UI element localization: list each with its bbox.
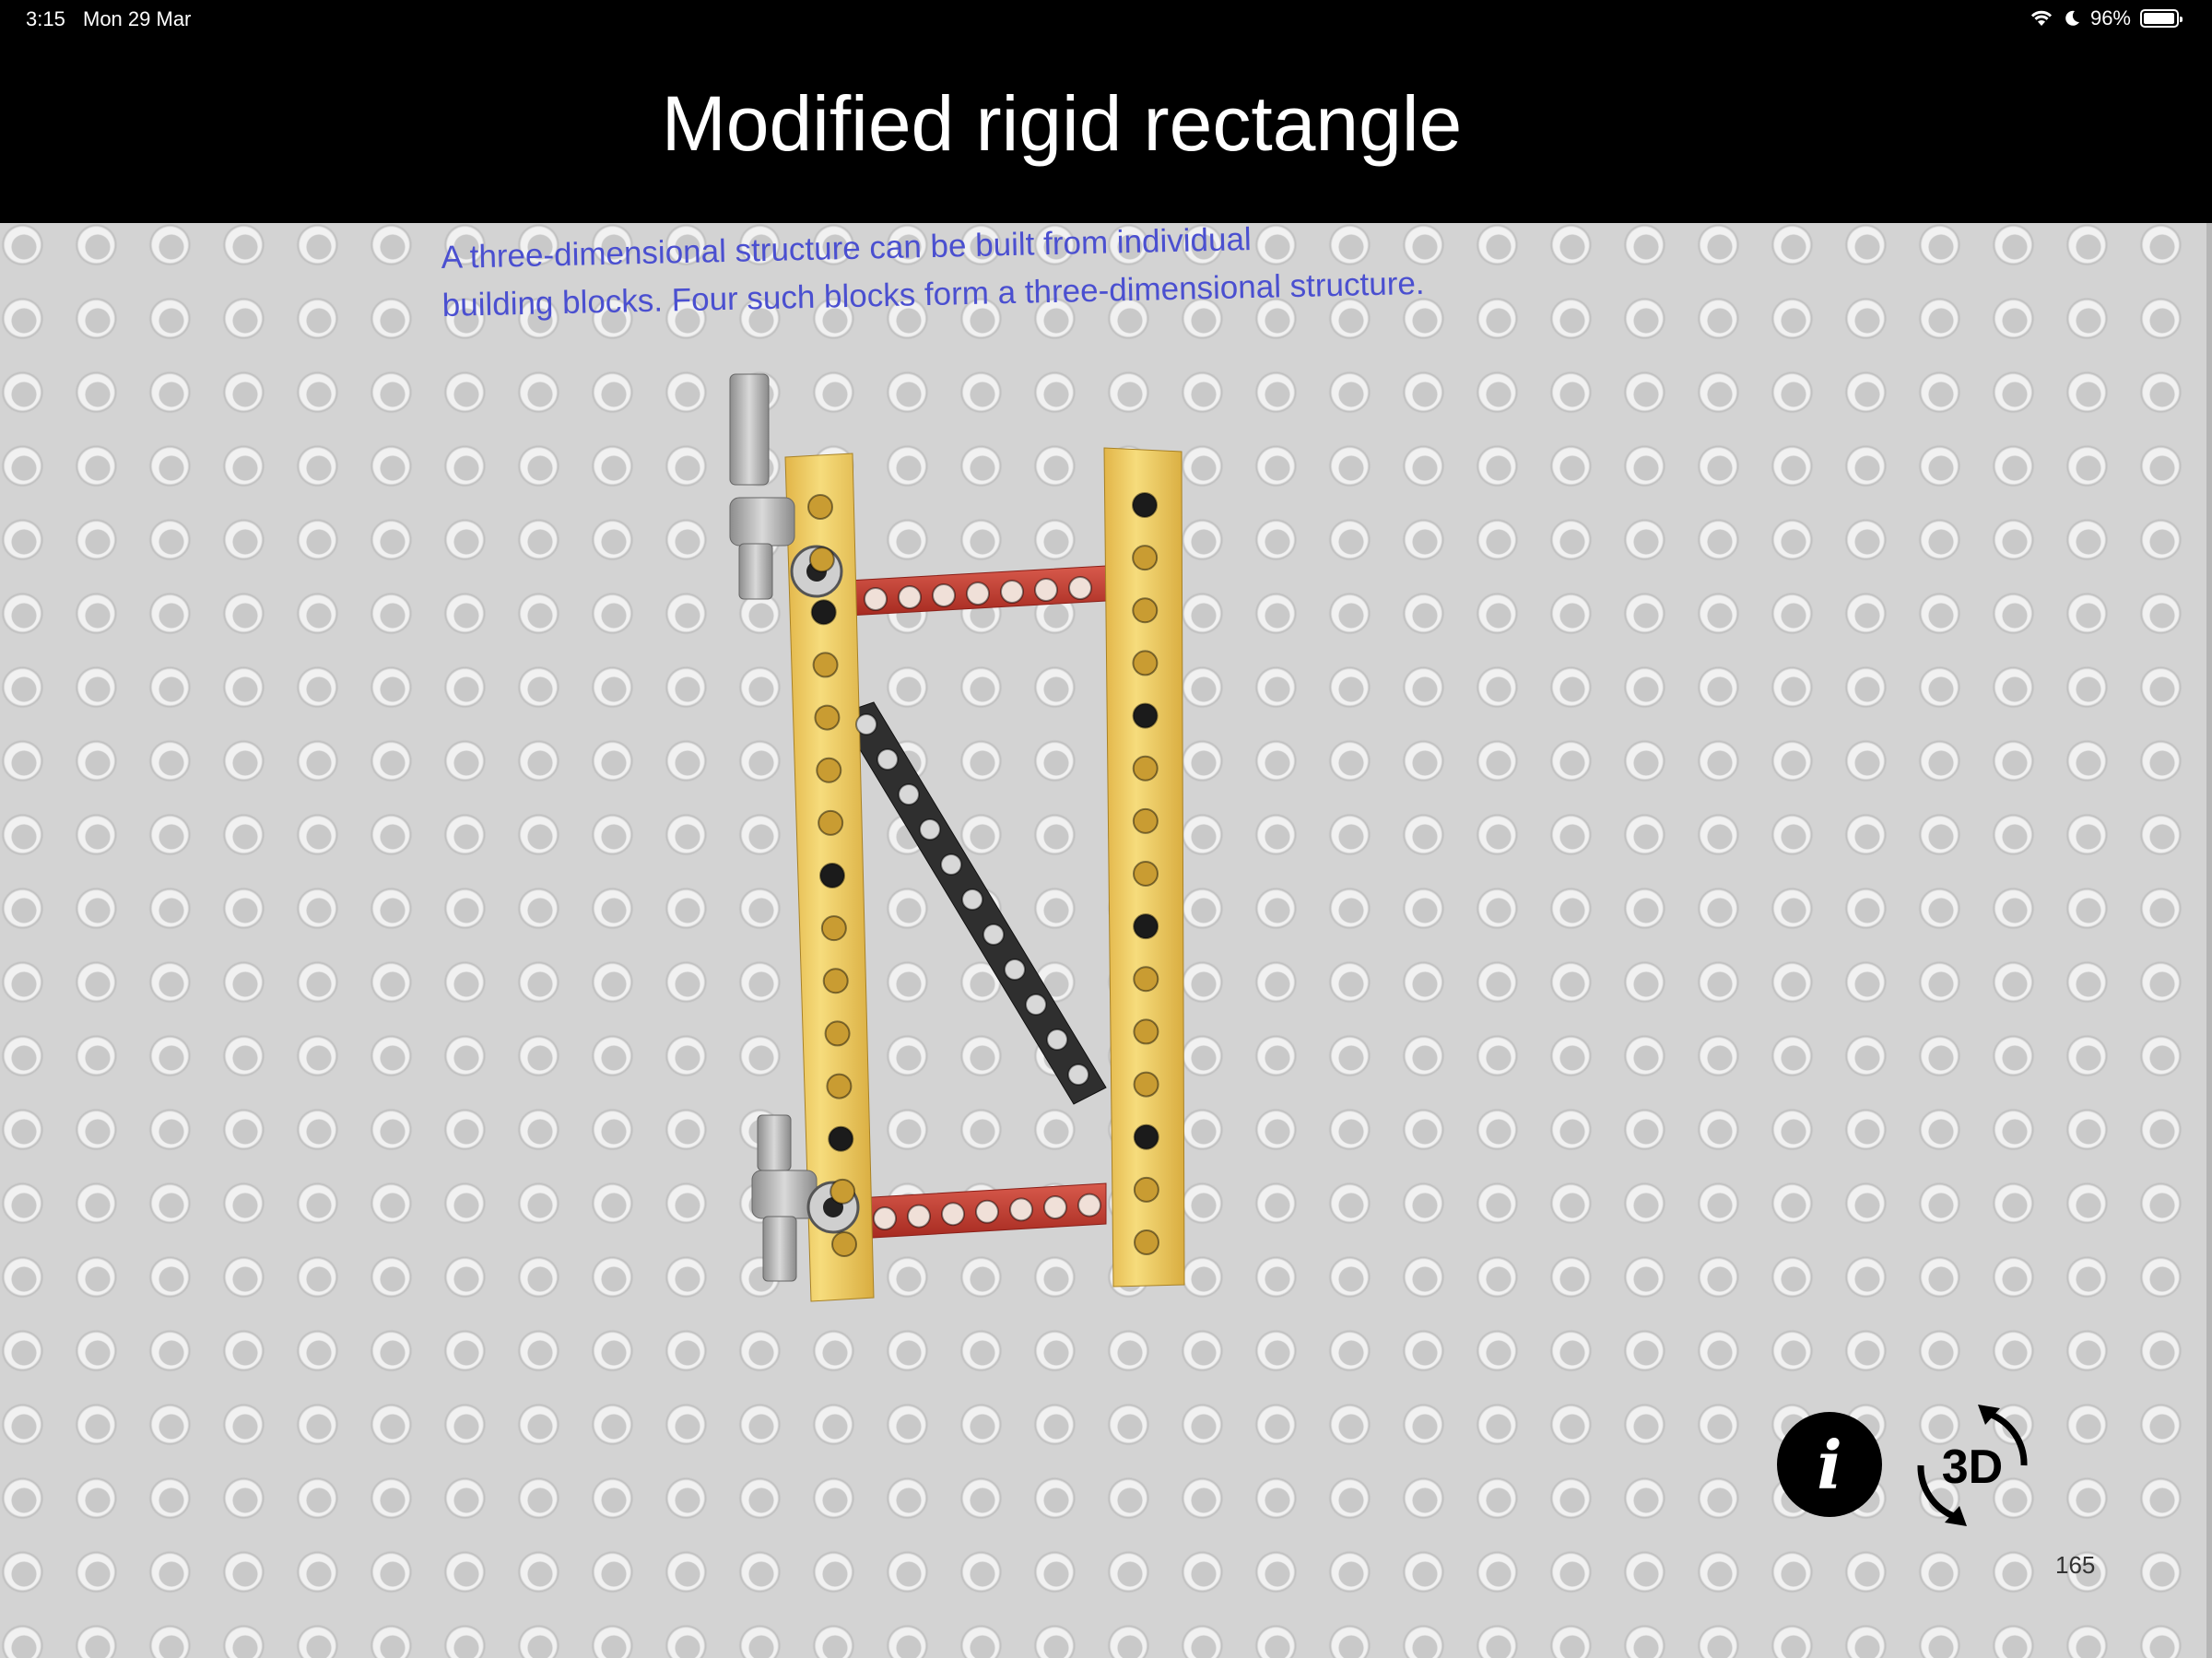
beam-hole bbox=[818, 809, 844, 836]
beam-hole bbox=[855, 713, 877, 735]
beam-hole bbox=[830, 1178, 856, 1205]
status-bar: 3:15 Mon 29 Mar 96% bbox=[0, 0, 2212, 39]
beam-hole bbox=[820, 915, 847, 942]
status-time: 3:15 bbox=[26, 7, 65, 30]
beam-hole bbox=[1134, 1229, 1159, 1255]
beam-hole bbox=[1133, 861, 1159, 887]
beam-hole bbox=[1132, 755, 1159, 782]
page-number: 165 bbox=[2055, 1551, 2096, 1579]
beam-hole bbox=[898, 585, 922, 609]
beam-hole bbox=[1132, 597, 1159, 624]
beam-hole bbox=[1132, 545, 1159, 571]
status-indicators: 96% bbox=[2030, 6, 2183, 30]
beam-hole bbox=[1132, 492, 1158, 518]
beam-hole bbox=[898, 783, 920, 805]
beam-hole bbox=[1133, 1018, 1159, 1045]
beam-hole bbox=[826, 1073, 853, 1099]
beam-hole bbox=[1133, 913, 1159, 940]
page-title: Modified rigid rectangle bbox=[661, 80, 1463, 167]
beam-hole bbox=[907, 1204, 931, 1229]
beam-hole bbox=[1004, 958, 1026, 981]
beam-hole bbox=[932, 583, 956, 607]
title-bar: 3:15 Mon 29 Mar 96% Modified rigid recta… bbox=[0, 0, 2212, 223]
beam-hole bbox=[961, 888, 983, 911]
moon-icon bbox=[2065, 10, 2079, 26]
info-icon: i bbox=[1817, 1425, 1842, 1504]
beam-hole bbox=[940, 853, 962, 876]
beam-hole bbox=[828, 1125, 854, 1152]
gray-connector-top bbox=[729, 373, 843, 600]
beam-hole bbox=[812, 652, 839, 678]
beam-hole bbox=[873, 1206, 897, 1230]
beam-hole bbox=[814, 704, 841, 731]
battery-percentage: 96% bbox=[2089, 6, 2131, 29]
beam-hole bbox=[1133, 1071, 1159, 1098]
rotate-3d-icon bbox=[1917, 1405, 2028, 1526]
beam-hole bbox=[1009, 1197, 1033, 1222]
beam-hole bbox=[1132, 650, 1159, 676]
beam-hole bbox=[1133, 966, 1159, 993]
beam-hole bbox=[1067, 1064, 1089, 1086]
info-button[interactable]: i bbox=[1777, 1412, 1882, 1517]
battery-level bbox=[2144, 13, 2174, 24]
beam-hole bbox=[807, 494, 833, 520]
beam-hole bbox=[1077, 1193, 1101, 1217]
beam-hole bbox=[1132, 807, 1159, 834]
beam-hole bbox=[966, 582, 990, 606]
beam-hole bbox=[808, 547, 835, 573]
beam-hole bbox=[877, 748, 899, 770]
beam-hole bbox=[1043, 1195, 1067, 1219]
rotate-3d-label: 3D bbox=[1941, 1440, 2004, 1494]
wifi-icon bbox=[2030, 10, 2053, 26]
beam-hole bbox=[941, 1202, 965, 1227]
status-date: Mon 29 Mar bbox=[83, 7, 192, 30]
beam-hole bbox=[919, 818, 941, 841]
beam-hole bbox=[975, 1199, 999, 1224]
beam-hole bbox=[864, 587, 888, 611]
beam-hole bbox=[1046, 1029, 1068, 1051]
gray-connector-bottom bbox=[751, 1114, 860, 1282]
beam-hole bbox=[831, 1231, 857, 1257]
beam-hole bbox=[824, 1020, 851, 1047]
page-edge bbox=[2206, 223, 2212, 1658]
beam-hole bbox=[982, 923, 1005, 946]
beam-hole bbox=[816, 757, 842, 783]
rotate-3d-button[interactable]: 3D bbox=[1908, 1401, 2037, 1530]
lego-model-illustration[interactable] bbox=[719, 359, 1217, 1318]
beam-hole bbox=[1068, 576, 1092, 600]
beam-hole bbox=[1034, 578, 1058, 602]
beam-hole bbox=[1132, 702, 1159, 729]
beam-hole bbox=[822, 968, 849, 994]
beam-hole bbox=[1000, 580, 1024, 604]
beam-hole bbox=[1025, 994, 1047, 1016]
beam-hole bbox=[1133, 1176, 1159, 1203]
beam-hole bbox=[1133, 1123, 1159, 1150]
beam-hole bbox=[810, 599, 837, 626]
battery-icon bbox=[2140, 9, 2183, 28]
beam-hole bbox=[819, 863, 845, 888]
